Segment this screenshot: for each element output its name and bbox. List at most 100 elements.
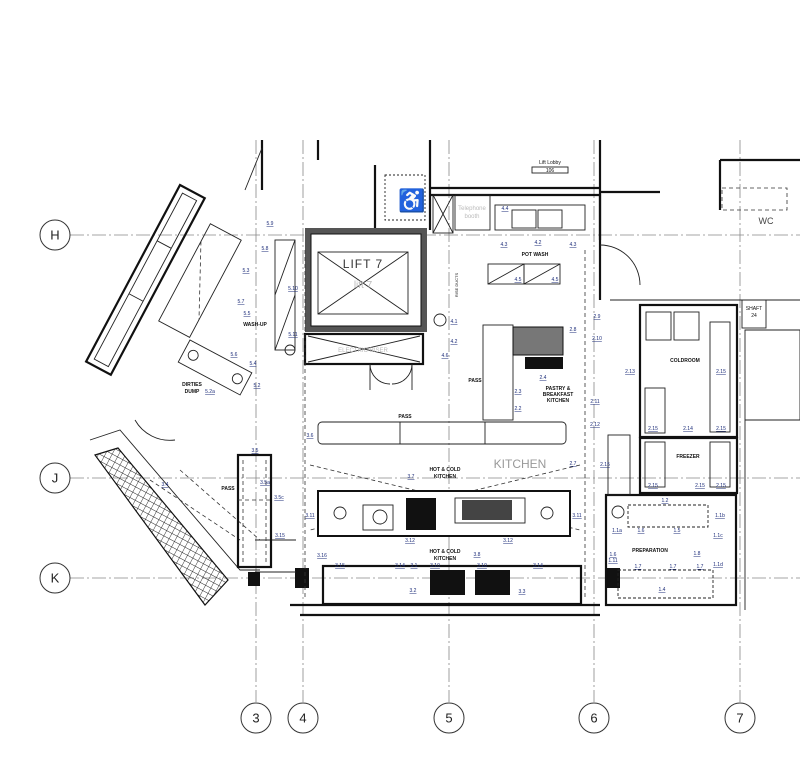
svg-text:FREEZER: FREEZER bbox=[676, 454, 700, 460]
svg-text:1.1d: 1.1d bbox=[713, 562, 723, 568]
svg-text:3.14: 3.14 bbox=[395, 563, 405, 569]
svg-text:1.2: 1.2 bbox=[662, 498, 669, 504]
grid-bubble-4: 4 bbox=[287, 702, 319, 734]
svg-text:3: 3 bbox=[252, 711, 259, 726]
svg-text:PASTRY &: PASTRY & bbox=[546, 386, 571, 392]
svg-text:LIFT 7: LIFT 7 bbox=[343, 257, 383, 271]
svg-text:3.10: 3.10 bbox=[430, 563, 440, 569]
svg-text:1.6: 1.6 bbox=[610, 552, 617, 558]
svg-text:KITCHEN: KITCHEN bbox=[434, 556, 457, 562]
svg-text:1.1a: 1.1a bbox=[612, 528, 622, 534]
grid-bubble-k: K bbox=[39, 562, 71, 594]
svg-text:PASS: PASS bbox=[221, 486, 235, 492]
grid-bubble-h: H bbox=[39, 219, 71, 251]
svg-text:24: 24 bbox=[751, 313, 757, 319]
svg-text:5.2: 5.2 bbox=[254, 383, 261, 389]
coldroom-freezer-preparation: COLDROOM FREEZER PREPARATION bbox=[604, 303, 739, 607]
svg-text:DIRTIES: DIRTIES bbox=[182, 382, 202, 388]
svg-text:2.7: 2.7 bbox=[570, 461, 577, 467]
svg-text:3.11: 3.11 bbox=[305, 513, 315, 519]
svg-text:2.15: 2.15 bbox=[716, 426, 726, 432]
svg-text:KITCHEN: KITCHEN bbox=[434, 474, 457, 480]
svg-text:3.6: 3.6 bbox=[307, 433, 314, 439]
svg-text:PREPARATION: PREPARATION bbox=[632, 548, 668, 554]
svg-text:4: 4 bbox=[299, 711, 306, 726]
svg-text:2.15: 2.15 bbox=[648, 426, 658, 432]
svg-text:1.8: 1.8 bbox=[694, 551, 701, 557]
svg-text:3.1: 3.1 bbox=[411, 563, 418, 569]
svg-text:4.1: 4.1 bbox=[451, 319, 458, 325]
svg-text:PASS: PASS bbox=[398, 414, 412, 420]
svg-text:5.6: 5.6 bbox=[231, 352, 238, 358]
svg-text:3.5a: 3.5a bbox=[260, 480, 270, 486]
svg-text:3.15: 3.15 bbox=[335, 563, 345, 569]
svg-text:3.3: 3.3 bbox=[519, 589, 526, 595]
svg-text:2.15: 2.15 bbox=[648, 483, 658, 489]
svg-text:5.2a: 5.2a bbox=[205, 389, 215, 395]
svg-text:2.15: 2.15 bbox=[716, 369, 726, 375]
svg-text:3.5: 3.5 bbox=[252, 448, 259, 454]
left-pass: PASS bbox=[221, 453, 273, 569]
svg-text:2.9: 2.9 bbox=[594, 314, 601, 320]
grid-bubble-j: J bbox=[39, 462, 71, 494]
svg-text:3.2: 3.2 bbox=[410, 588, 417, 594]
svg-text:2.12: 2.12 bbox=[590, 422, 600, 428]
svg-text:3.10: 3.10 bbox=[477, 563, 487, 569]
svg-text:J: J bbox=[52, 471, 59, 486]
svg-text:2.15: 2.15 bbox=[716, 483, 726, 489]
svg-text:1.7: 1.7 bbox=[670, 564, 677, 570]
svg-text:3.12: 3.12 bbox=[503, 538, 513, 544]
svg-text:3.11: 3.11 bbox=[572, 513, 582, 519]
svg-text:1.1c: 1.1c bbox=[713, 533, 723, 539]
svg-text:K: K bbox=[51, 571, 60, 586]
svg-text:1.4: 1.4 bbox=[659, 587, 666, 593]
svg-text:4.6: 4.6 bbox=[442, 353, 449, 359]
svg-text:5.4: 5.4 bbox=[250, 361, 257, 367]
svg-text:KITCHEN: KITCHEN bbox=[494, 457, 547, 471]
svg-text:BREAKFAST: BREAKFAST bbox=[543, 392, 574, 398]
svg-text:7: 7 bbox=[736, 711, 743, 726]
svg-text:5.3: 5.3 bbox=[243, 268, 250, 274]
svg-text:3.14: 3.14 bbox=[533, 563, 543, 569]
equipment-tags: 4.4 4.3 4.2 4.3 4.5 4.5 4.1 4.2 4.6 2.8 … bbox=[162, 206, 727, 595]
svg-text:2.15: 2.15 bbox=[695, 483, 705, 489]
svg-text:2.15: 2.15 bbox=[600, 462, 610, 468]
svg-text:4.5: 4.5 bbox=[552, 277, 559, 283]
hot-cold-kitchen: PASS KITCHEN HOT & COLD KITCHEN HOT & CO… bbox=[290, 250, 620, 617]
svg-text:1.11: 1.11 bbox=[608, 558, 618, 564]
svg-text:COLDROOM: COLDROOM bbox=[670, 358, 700, 364]
wash-up-wing: WASH-UP DIRTIES DUMP bbox=[84, 147, 296, 573]
svg-text:3.8: 3.8 bbox=[474, 552, 481, 558]
svg-text:4.2: 4.2 bbox=[535, 240, 542, 246]
svg-text:WASH-UP: WASH-UP bbox=[243, 322, 267, 328]
svg-text:2.4: 2.4 bbox=[540, 375, 547, 381]
svg-text:2.14: 2.14 bbox=[683, 426, 693, 432]
accessible-icon: ♿ bbox=[398, 188, 425, 213]
svg-text:5.10: 5.10 bbox=[288, 286, 298, 292]
grid-bubble-6: 6 bbox=[578, 702, 610, 734]
svg-text:DUMP: DUMP bbox=[185, 389, 200, 395]
svg-text:5.9: 5.9 bbox=[267, 221, 274, 227]
pastry-breakfast-station: PASS PASTRY & BREAKFAST KITCHEN bbox=[468, 324, 574, 421]
svg-text:2.13: 2.13 bbox=[625, 369, 635, 375]
svg-text:H: H bbox=[50, 228, 59, 243]
svg-text:1.5: 1.5 bbox=[674, 528, 681, 534]
svg-text:lift 7: lift 7 bbox=[354, 280, 373, 291]
svg-text:Telephone: Telephone bbox=[458, 206, 486, 212]
svg-text:RISE DUCTS: RISE DUCTS bbox=[454, 273, 459, 298]
svg-text:KITCHEN: KITCHEN bbox=[547, 398, 570, 404]
svg-text:2.11: 2.11 bbox=[590, 399, 600, 405]
svg-text:5.7: 5.7 bbox=[238, 299, 245, 305]
svg-text:3.4: 3.4 bbox=[162, 482, 169, 488]
svg-text:ELECTRIC RISER: ELECTRIC RISER bbox=[338, 348, 388, 354]
svg-text:4.2: 4.2 bbox=[451, 339, 458, 345]
svg-text:PASS: PASS bbox=[468, 378, 482, 384]
pot-wash-area: POT WASH bbox=[487, 204, 586, 285]
lift-core: LIFT 7 lift 7 ELECTRIC RISER RISE DUCTS bbox=[303, 228, 459, 390]
svg-text:HOT & COLD: HOT & COLD bbox=[429, 549, 460, 555]
svg-text:106: 106 bbox=[546, 168, 555, 174]
svg-text:3.7: 3.7 bbox=[408, 474, 415, 480]
svg-text:3.15: 3.15 bbox=[275, 533, 285, 539]
svg-text:2.2: 2.2 bbox=[515, 406, 522, 412]
